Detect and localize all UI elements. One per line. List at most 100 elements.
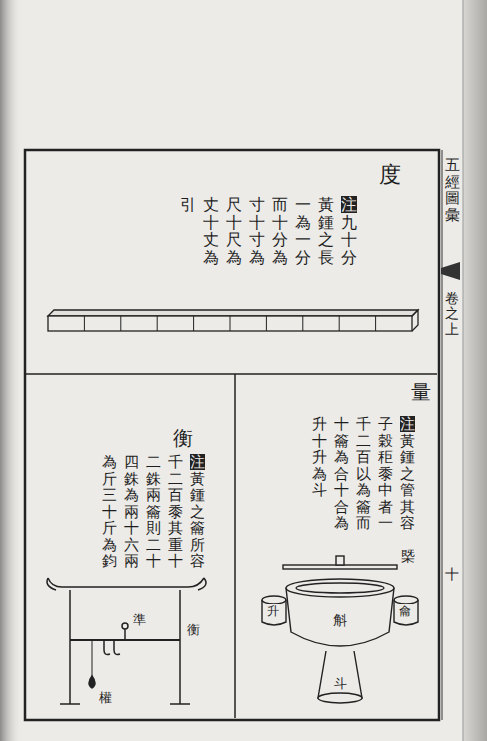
glyph: 之	[318, 231, 334, 248]
text-column: 四銖為兩十六兩	[124, 454, 139, 570]
page-number: 十	[444, 566, 460, 583]
glyph: 注	[341, 196, 357, 213]
part-label: 權	[98, 690, 113, 706]
text-column: 為斤三十斤為鈞	[102, 454, 117, 570]
glyph: 籥	[356, 499, 371, 515]
part-label: 升	[266, 604, 280, 619]
part-label: 準	[132, 612, 147, 628]
text-column: 尺十尺為	[226, 196, 242, 266]
glyph: 注	[190, 454, 205, 470]
glyph: 十	[334, 482, 349, 498]
glyph: 鍾	[318, 214, 334, 231]
glyph: 斗	[312, 482, 327, 498]
glyph: 四	[124, 454, 139, 470]
glyph: 寸	[249, 231, 265, 248]
page-edge	[463, 0, 464, 741]
glyph: 斤	[102, 471, 117, 487]
glyph: 兩	[124, 553, 139, 569]
glyph: 二	[146, 537, 161, 553]
glyph: 長	[318, 249, 334, 266]
glyph: 兩	[146, 487, 161, 503]
glyph: 容	[400, 515, 415, 531]
glyph: 為	[312, 466, 327, 482]
ruler-tick	[375, 316, 376, 331]
balance-illustration	[47, 578, 206, 704]
glyph: 十	[249, 214, 265, 231]
glyph: 引	[180, 196, 196, 213]
ruler-tick	[84, 316, 85, 331]
glyph: 為	[203, 249, 219, 266]
text-column: 寸十寸為	[249, 196, 265, 266]
page-frame	[25, 150, 439, 720]
glyph: 二	[356, 433, 371, 449]
part-label: 龠	[398, 604, 412, 619]
margin-rule	[442, 150, 443, 720]
glyph: 兩	[124, 504, 139, 520]
glyph: 九	[341, 214, 357, 231]
ruler-tick	[266, 316, 267, 331]
glyph: 一	[295, 196, 311, 213]
glyph: 而	[272, 196, 288, 213]
glyph: 則	[146, 520, 161, 536]
glyph: 黍	[378, 466, 393, 482]
glyph: 鍾	[400, 449, 415, 465]
glyph: 容	[190, 553, 205, 569]
glyph: 十	[124, 520, 139, 536]
panel: 量注黃鍾之管其容子穀秬黍中者一千二百以為籥而十籥為合十合為升十升為斗	[235, 374, 437, 718]
part-label: 斗	[333, 676, 348, 692]
glyph: 銖	[124, 471, 139, 487]
margin-title: 五經圖彙	[444, 156, 461, 224]
text-column: 升十升為斗	[312, 416, 327, 499]
glyph: 一	[295, 231, 311, 248]
glyph: 其	[168, 520, 183, 536]
glyph: 十	[168, 553, 183, 569]
panel-title: 度	[379, 164, 401, 186]
glyph: 斤	[102, 520, 117, 536]
glyph: 為	[102, 537, 117, 553]
glyph: 為	[102, 454, 117, 470]
glyph: 千	[168, 454, 183, 470]
text-column: 注黃鍾之管其容	[400, 416, 415, 532]
glyph: 尺	[226, 196, 242, 213]
glyph: 以	[356, 466, 371, 482]
glyph: 尺	[226, 231, 242, 248]
text-column: 注九十分	[341, 196, 357, 266]
text-column: 引	[180, 196, 196, 214]
hu-vessel-illustration	[262, 556, 418, 703]
glyph: 一	[378, 515, 393, 531]
glyph: 鍾	[190, 487, 205, 503]
panel-divider	[25, 373, 437, 375]
volume-label: 卷之上	[444, 290, 460, 338]
glyph: 者	[378, 499, 393, 515]
part-label: 槩	[400, 548, 416, 565]
glyph: 百	[168, 487, 183, 503]
glyph: 十	[341, 231, 357, 248]
glyph: 其	[400, 499, 415, 515]
glyph: 二	[146, 454, 161, 470]
glyph: 為	[249, 249, 265, 266]
glyph: 六	[124, 537, 139, 553]
glyph: 管	[400, 482, 415, 498]
glyph: 丈	[203, 231, 219, 248]
glyph: 升	[312, 449, 327, 465]
panel-divider	[234, 374, 236, 718]
glyph: 分	[295, 249, 311, 266]
glyph: 籥	[190, 520, 205, 536]
text-column: 注黃鍾之籥所容	[190, 454, 205, 570]
part-label: 斛	[332, 612, 348, 629]
glyph: 之	[190, 504, 205, 520]
part-label: 衡	[186, 622, 201, 638]
glyph: 分	[341, 249, 357, 266]
text-column: 一為一分	[295, 196, 311, 266]
text-column: 黃鍾之長	[318, 196, 334, 266]
commentary-text: 注九十分黃鍾之長一為一分而十分為寸十寸為尺十尺為丈十丈為引	[180, 196, 357, 266]
glyph: 黍	[168, 504, 183, 520]
glyph: 籥	[146, 504, 161, 520]
commentary-text: 注黃鍾之籥所容千二百黍其重十二銖兩籥則二十四銖為兩十六兩為斤三十斤為鈞	[102, 454, 205, 570]
glyph: 寸	[249, 196, 265, 213]
glyph: 合	[334, 466, 349, 482]
panel-title: 量	[411, 382, 431, 402]
ruler-divisions	[84, 316, 375, 331]
page-stack	[463, 0, 487, 741]
